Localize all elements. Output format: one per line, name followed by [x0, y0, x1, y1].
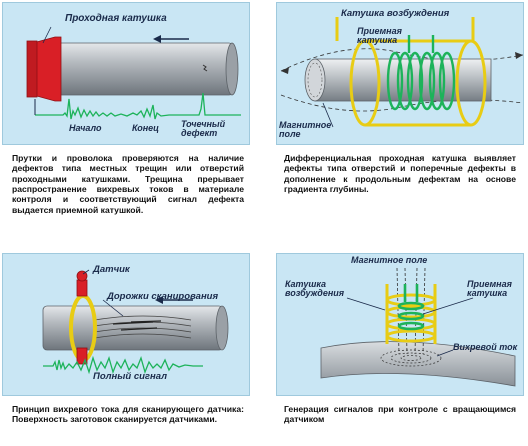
panel-encircling-coil: Проходная катушка Начало Конец Точечный …	[2, 2, 250, 145]
signal-trace	[35, 92, 241, 120]
panel-rotating-sensor: Магнитное поле Катушка возбуждения Прием…	[276, 253, 524, 396]
receiver-coils	[386, 35, 456, 111]
rod	[46, 42, 234, 96]
label-encircling-coil: Проходная катушка	[65, 13, 167, 24]
label-receiver-coil: Приемная катушка	[357, 26, 402, 46]
rod-end	[225, 42, 239, 96]
panel-differential-coil: Катушка возбуждения Приемная катушка Маг…	[276, 2, 524, 145]
label-receiver-coil: Приемная катушка	[467, 279, 512, 299]
caption-differential-coil: Дифференциальная проходная катушка выявл…	[284, 153, 516, 194]
label-end: Конец	[132, 123, 159, 133]
rotating-sensor-diagram	[320, 267, 516, 387]
full-signal-trace	[43, 355, 203, 375]
test-surface	[320, 341, 516, 387]
encircling-coil-diagram	[26, 26, 241, 120]
label-magnetic-field: Магнитное поле	[279, 120, 332, 140]
label-sensor: Датчик	[93, 264, 130, 275]
label-scan-tracks: Дорожки сканирования	[107, 291, 219, 302]
scanning-sensor-diagram	[42, 269, 229, 375]
label-excitation-coil: Катушка возбуждения	[285, 279, 345, 299]
caption-encircling-coil: Прутки и проволока проверяются на наличи…	[12, 153, 244, 215]
scan-tracks	[94, 315, 192, 339]
label-excitation-coil: Катушка возбуждения	[341, 8, 450, 19]
point-defect-mark	[202, 64, 208, 72]
sensor-ring	[69, 270, 97, 365]
receiver-coil	[397, 284, 425, 331]
eddy-current	[380, 349, 442, 367]
label-eddy-current: Вихревой ток	[453, 342, 518, 352]
differential-coil-diagram	[280, 17, 523, 128]
label-magnetic-field: Магнитное поле	[351, 255, 428, 265]
label-start: Начало	[69, 123, 102, 133]
label-full-signal: Полный сигнал	[93, 371, 168, 382]
caption-scanning-sensor: Принцип вихревого тока для сканирующего …	[12, 404, 244, 425]
label-point-defect: Точечный дефект	[181, 119, 226, 139]
excitation-coil	[335, 17, 487, 127]
panel-scanning-sensor: Датчик Дорожки сканирования Полный сигна…	[2, 253, 250, 396]
caption-rotating-sensor: Генерация сигналов при контроле с вращаю…	[284, 404, 516, 425]
